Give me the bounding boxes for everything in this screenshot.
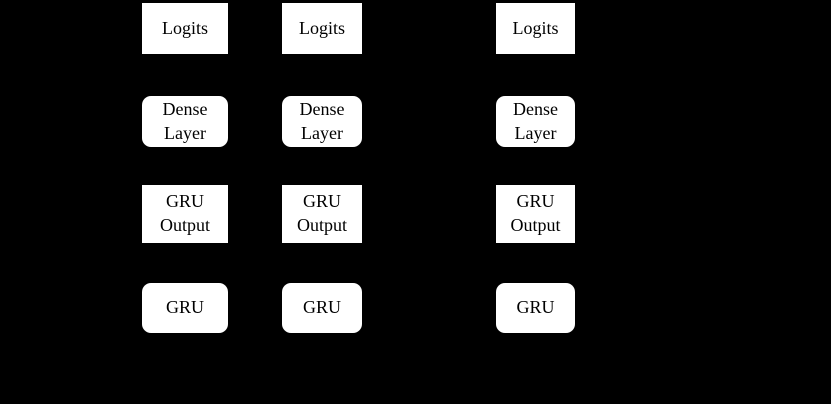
box-dense-layer-t2: Dense Layer xyxy=(282,96,362,147)
box-gru-t2: GRU xyxy=(282,283,362,333)
box-logits-t3: Logits xyxy=(496,3,575,54)
box-logits-t2: Logits xyxy=(282,3,362,54)
box-gru-t3: GRU xyxy=(496,283,575,333)
box-gru-output-t2: GRU Output xyxy=(282,185,362,243)
box-dense-layer-t1: Dense Layer xyxy=(142,96,228,147)
box-gru-output-t3: GRU Output xyxy=(496,185,575,243)
box-dense-layer-t3: Dense Layer xyxy=(496,96,575,147)
box-gru-t1: GRU xyxy=(142,283,228,333)
box-logits-t1: Logits xyxy=(142,3,228,54)
box-gru-output-t1: GRU Output xyxy=(142,185,228,243)
